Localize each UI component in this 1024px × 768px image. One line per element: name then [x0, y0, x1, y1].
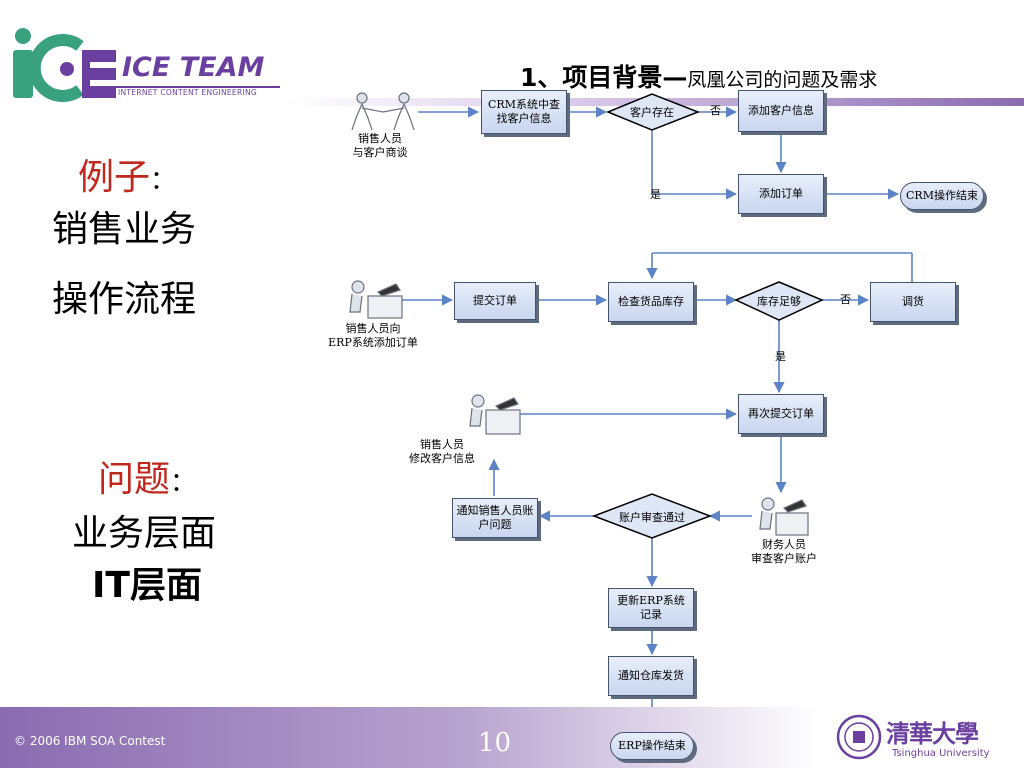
- decision-stock-shape: [734, 281, 824, 321]
- left-line-2: 操作流程: [52, 279, 197, 320]
- logo-brand: ICE TEAM: [122, 52, 265, 83]
- decision-stock-label: 库存足够: [757, 295, 801, 308]
- actor-3-label: 销售人员 修改客户信息: [409, 438, 475, 465]
- crm-end-terminal: CRM操作结束: [900, 182, 984, 210]
- example-heading: 例子：: [78, 148, 176, 200]
- erp-end-terminal: ERP操作结束: [610, 732, 694, 760]
- notify-sales-box: 通知销售人员账户问题: [452, 498, 538, 538]
- desk-worker-icon-3: [759, 497, 809, 536]
- actor-4-label: 财务人员 审查客户账户: [751, 538, 817, 565]
- decision-customer-shape: [606, 93, 701, 131]
- university-name: Tsinghua University: [892, 748, 990, 759]
- slide-title: 1、项目背景—凤凰公司的问题及需求: [520, 58, 877, 94]
- crm-search-box: CRM系统中查找客户信息: [481, 90, 567, 134]
- resubmit-box: 再次提交订单: [738, 394, 824, 434]
- notify-warehouse-box: 通知仓库发货: [608, 656, 694, 696]
- title-main: 1、项目背景—: [520, 63, 688, 92]
- tsinghua-seal-icon: [836, 714, 882, 760]
- handshake-people-icon: [351, 92, 415, 131]
- example-colon: ：: [150, 166, 177, 196]
- submit-order-box: 提交订单: [454, 282, 536, 320]
- left-line-1: 销售业务: [52, 209, 197, 250]
- footer-copyright: © 2006 IBM SOA Contest: [14, 734, 166, 748]
- desk-worker-icon-2: [469, 394, 521, 435]
- logo: ICE TEAM INTERNET CONTENT ENGINEERING: [10, 24, 285, 104]
- add-order-box: 添加订单: [738, 174, 824, 214]
- problem-heading: 问题：: [98, 450, 196, 502]
- decision-account-shape: [591, 493, 713, 539]
- university-name-cn: 清華大學: [886, 719, 979, 748]
- left-line-4: IT层面: [92, 565, 202, 606]
- decision-customer-label: 客户存在: [630, 106, 674, 119]
- decision-account-label: 账户审查通过: [619, 511, 685, 524]
- no-label-2: 否: [840, 293, 851, 306]
- title-sub: 凤凰公司的问题及需求: [687, 69, 878, 91]
- page-number: 10: [478, 728, 512, 758]
- no-label-1: 否: [710, 104, 721, 117]
- logo-tagline: INTERNET CONTENT ENGINEERING: [118, 88, 258, 97]
- desk-worker-icon: [349, 280, 403, 319]
- update-erp-box: 更新ERP系统记录: [608, 588, 694, 628]
- problem-colon: ：: [170, 468, 197, 498]
- transfer-box: 调货: [870, 282, 956, 322]
- example-label: 例子: [78, 157, 151, 198]
- problem-label: 问题: [98, 459, 171, 500]
- yes-label-2: 是: [775, 350, 786, 363]
- add-customer-box: 添加客户信息: [738, 90, 824, 132]
- left-line-3: 业务层面: [72, 513, 217, 554]
- logo-mark-icon: [13, 28, 116, 102]
- logo-divider: [116, 86, 280, 88]
- actor-2-label: 销售人员向 ERP系统添加订单: [328, 322, 418, 349]
- yes-label-1: 是: [650, 188, 661, 201]
- check-stock-box: 检查货品库存: [608, 282, 694, 322]
- actor-1-label: 销售人员 与客户商谈: [352, 132, 408, 159]
